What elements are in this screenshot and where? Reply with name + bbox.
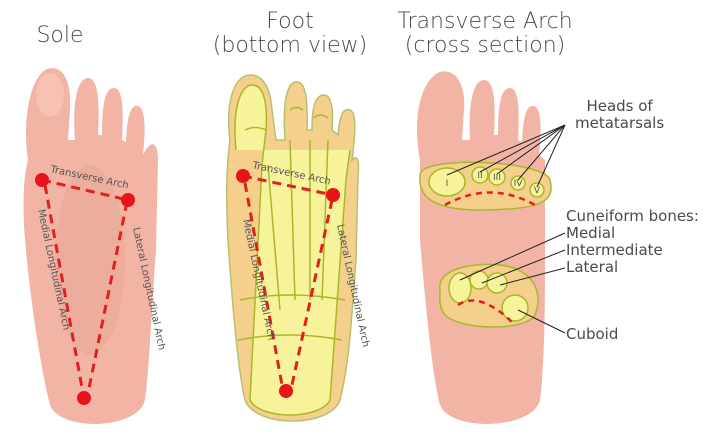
transverse-title: Transverse Arch (cross section) xyxy=(395,10,575,58)
numeral-III: III xyxy=(493,173,501,183)
cuboid-label: Cuboid xyxy=(566,325,619,343)
numeral-I: I xyxy=(446,179,449,189)
sole-arch-lines xyxy=(41,178,129,394)
foot-title-line1: Foot xyxy=(266,9,314,34)
foot-title: Foot (bottom view) xyxy=(200,10,380,58)
sole-foot-illustration xyxy=(23,68,158,424)
sole-title: Sole xyxy=(36,23,84,48)
foot-arch-lines xyxy=(242,174,334,386)
cuneiform-title: Cuneiform bones: xyxy=(566,207,699,225)
numeral-IV: IV xyxy=(514,179,524,189)
metatarsal-heads-label: Heads of metatarsals xyxy=(575,98,664,132)
foot-arch-points xyxy=(236,169,340,398)
transverse-title-line2: (cross section) xyxy=(404,33,566,58)
metatarsal-heads-line2: metatarsals xyxy=(575,114,665,132)
numeral-II: II xyxy=(477,171,482,181)
foot-title-line2: (bottom view) xyxy=(212,33,368,58)
sole-arch-points xyxy=(35,173,135,405)
cuneiform-labels: Cuneiform bones: Medial Intermediate Lat… xyxy=(566,208,699,276)
cuneiform-medial-label: Medial xyxy=(566,224,616,242)
numeral-V: V xyxy=(534,186,541,196)
transverse-title-line1: Transverse Arch xyxy=(397,9,573,34)
cuneiform-lateral-label: Lateral xyxy=(566,258,619,276)
cuneiform-intermediate-label: Intermediate xyxy=(566,241,663,259)
metatarsal-heads-line1: Heads of xyxy=(586,97,653,115)
transverse-foot-illustration: I II III IV V xyxy=(416,71,566,424)
foot-bottom-illustration xyxy=(225,74,360,422)
